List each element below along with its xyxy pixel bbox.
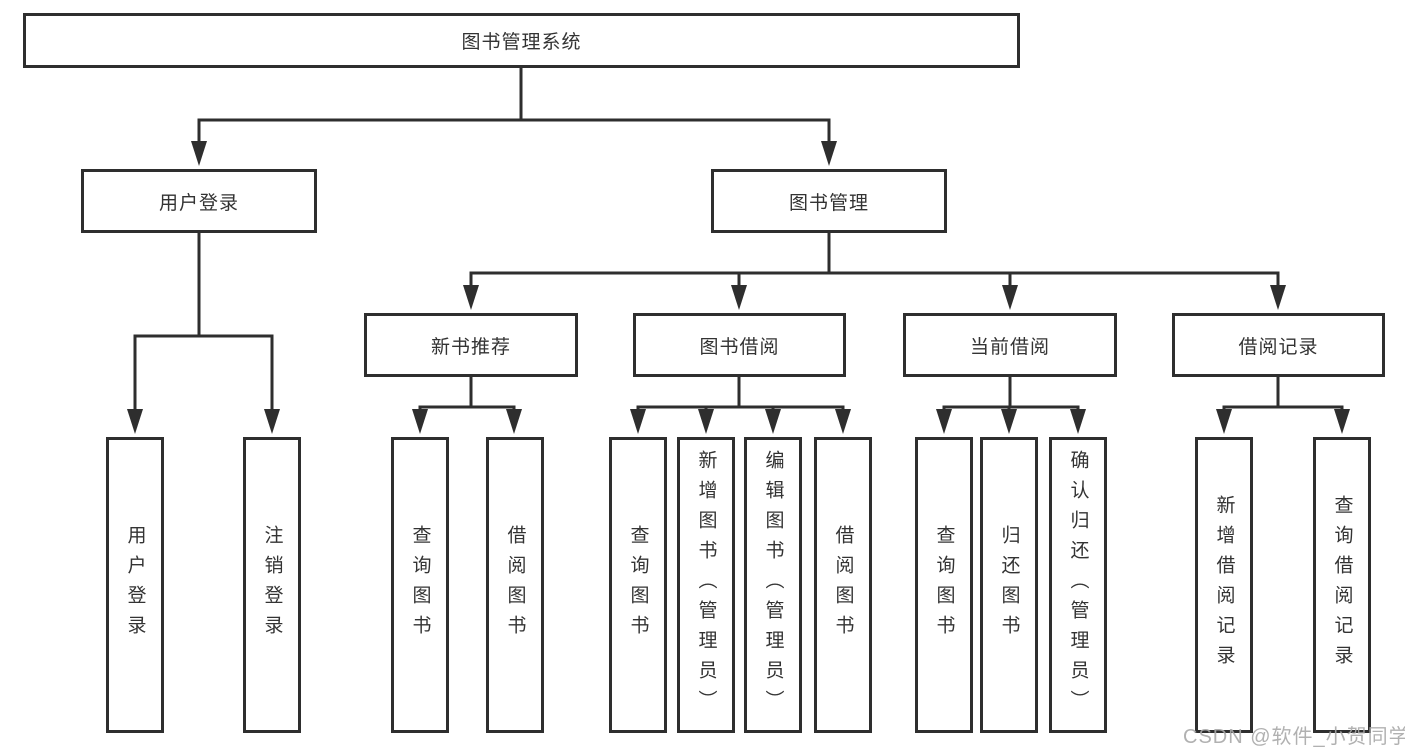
leaf-newbook-query-books: 查询图书 [391, 437, 449, 733]
csdn-watermark: CSDN @软件_小贺同学 [1183, 726, 1405, 747]
node-label: 查询借阅记录 [1331, 495, 1353, 675]
node-book-management: 图书管理 [711, 169, 947, 233]
node-label: 用户登录 [158, 192, 239, 214]
node-label: 借阅记录 [1238, 336, 1319, 358]
arrowheads [127, 141, 1350, 434]
leaf-current-confirm-return-admin: 确认归还（管理员） [1049, 437, 1107, 733]
node-borrow-records: 借阅记录 [1172, 313, 1385, 377]
node-label: 图书管理系统 [461, 32, 582, 53]
connector-borrow-fork [636, 377, 845, 412]
node-label: 新书推荐 [430, 336, 511, 358]
leaf-records-add-record: 新增借阅记录 [1195, 437, 1253, 733]
leaf-borrow-add-books-admin: 新增图书（管理员） [677, 437, 735, 733]
connector-newbook-fork [418, 377, 516, 412]
node-label: 确认归还（管理员） [1067, 450, 1089, 720]
leaf-borrow-borrow-books: 借阅图书 [814, 437, 872, 733]
node-book-borrow: 图书借阅 [633, 313, 846, 377]
leaf-records-query-record: 查询借阅记录 [1313, 437, 1371, 733]
node-label: 新增图书（管理员） [695, 450, 717, 720]
node-label: 查询图书 [933, 525, 955, 645]
node-label: 图书借阅 [699, 336, 780, 358]
leaf-current-query-books: 查询图书 [915, 437, 973, 733]
node-label: 编辑图书（管理员） [762, 450, 784, 720]
connector-root-fork [197, 68, 831, 148]
node-label: 借阅图书 [504, 525, 526, 645]
connector-bookmgmt-fork [469, 233, 1280, 288]
node-new-book-recommend: 新书推荐 [364, 313, 578, 377]
connector-login-fork [133, 233, 274, 412]
node-label: 用户登录 [124, 525, 146, 645]
leaf-borrow-edit-books-admin: 编辑图书（管理员） [744, 437, 802, 733]
leaf-newbook-borrow-books: 借阅图书 [486, 437, 544, 733]
leaf-user-login: 用户登录 [106, 437, 164, 733]
connector-current-fork [942, 377, 1080, 412]
node-label: 查询图书 [409, 525, 431, 645]
node-label: 注销登录 [261, 525, 283, 645]
leaf-borrow-query-books: 查询图书 [609, 437, 667, 733]
node-label: 当前借阅 [969, 336, 1050, 358]
connector-records-fork [1222, 377, 1344, 412]
leaf-current-return-books: 归还图书 [980, 437, 1038, 733]
node-root: 图书管理系统 [23, 13, 1020, 68]
leaf-logout: 注销登录 [243, 437, 301, 733]
node-label: 归还图书 [998, 525, 1020, 645]
node-label: 借阅图书 [832, 525, 854, 645]
node-label: 查询图书 [627, 525, 649, 645]
node-user-login: 用户登录 [81, 169, 317, 233]
node-current-borrow: 当前借阅 [903, 313, 1117, 377]
node-label: 图书管理 [788, 192, 869, 214]
node-label: 新增借阅记录 [1213, 495, 1235, 675]
